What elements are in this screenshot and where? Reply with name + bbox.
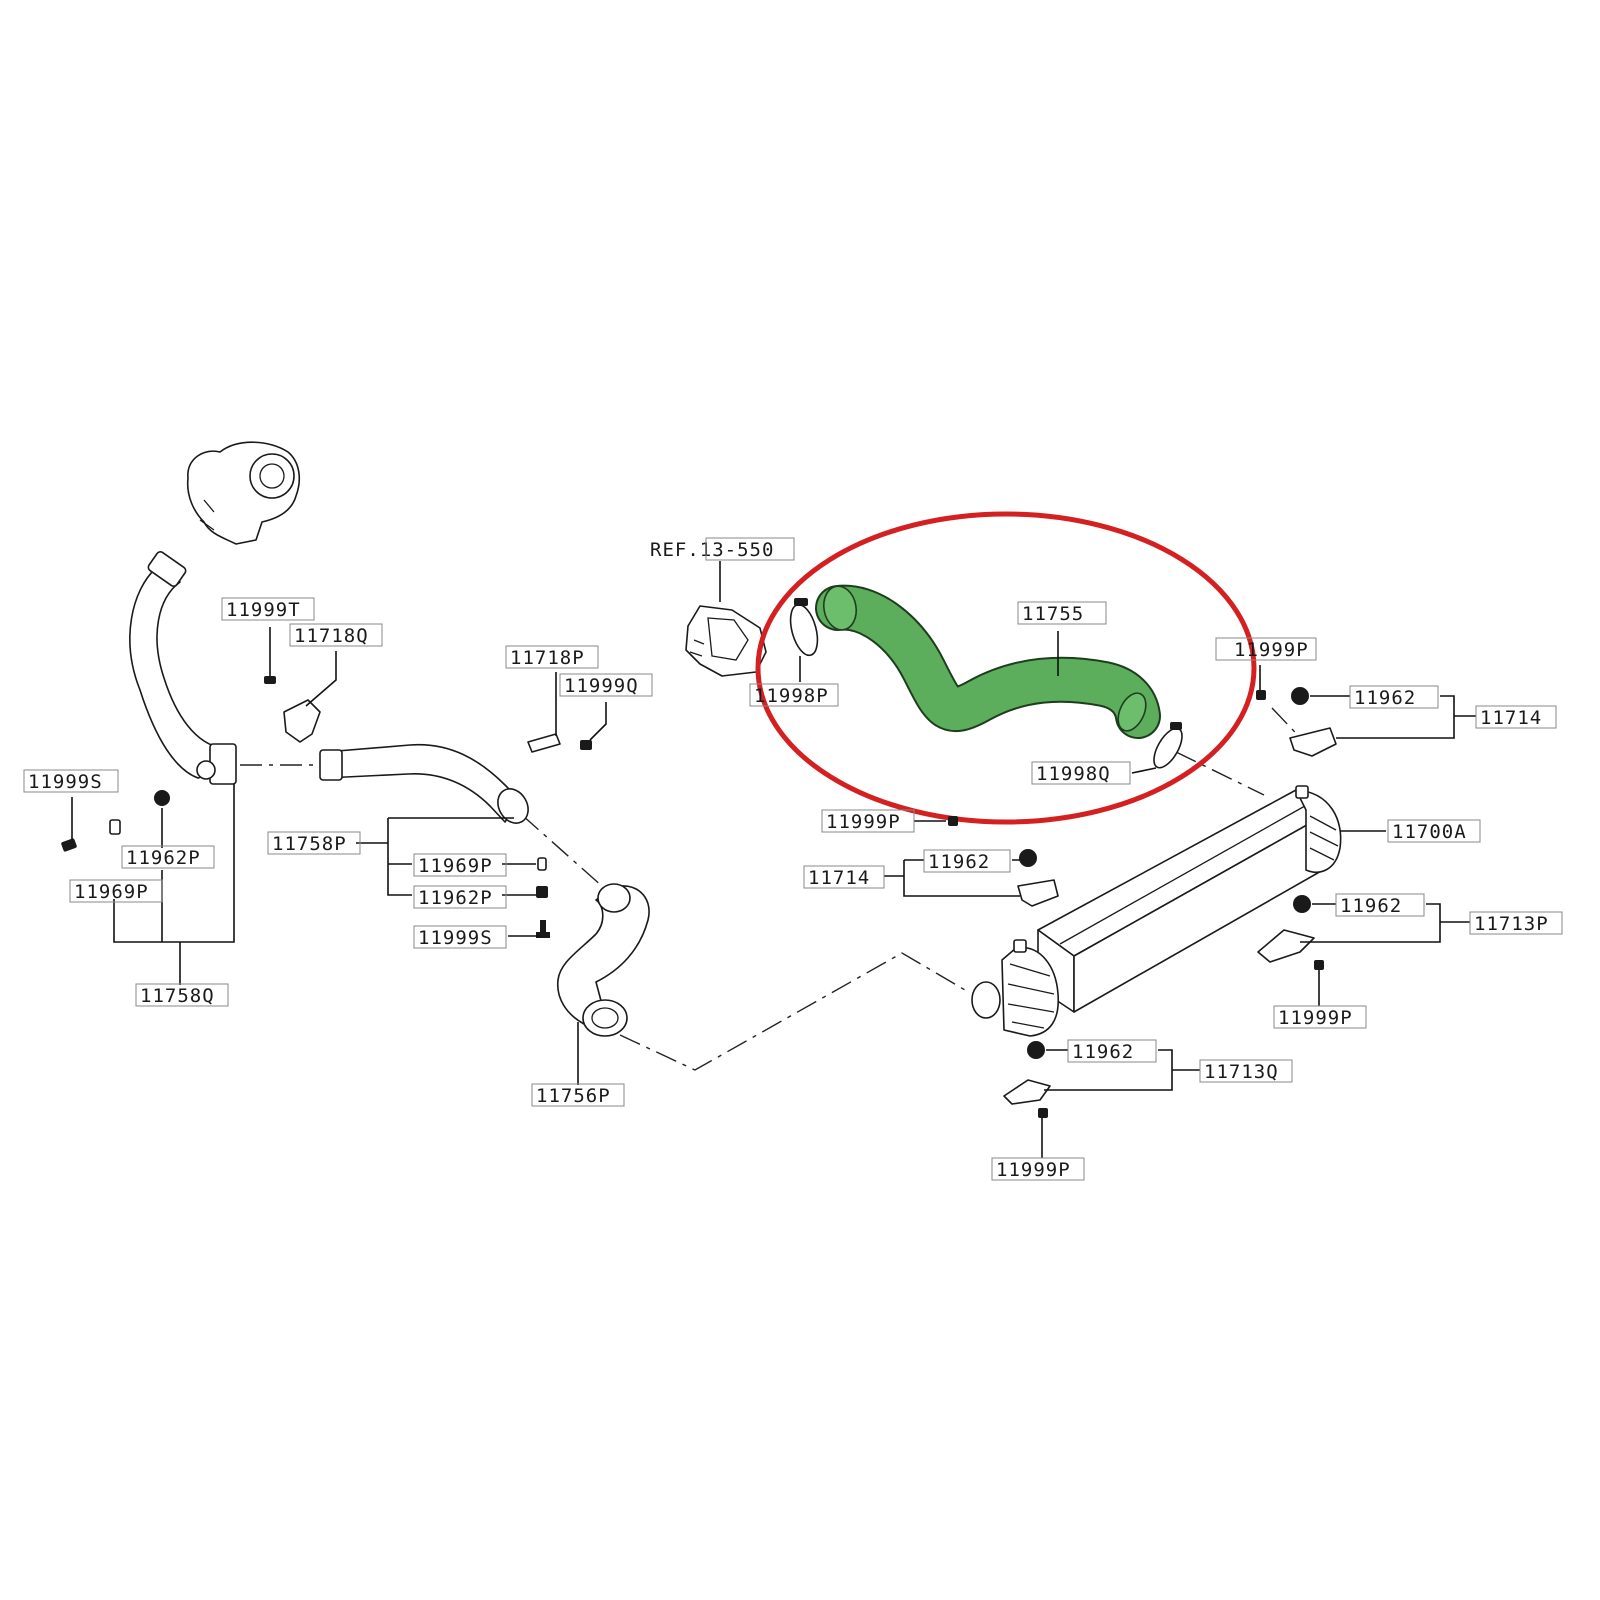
label-11969P-mid: 11969P	[413, 853, 507, 877]
label-11999P-bottom: 11999P	[991, 1157, 1085, 1181]
label-11700A: 11700A	[1387, 819, 1481, 843]
svg-text:11713Q: 11713Q	[1204, 1061, 1279, 1083]
label-11713P: 11713P	[1469, 911, 1563, 935]
label-11714-mid: 11714	[803, 865, 885, 889]
svg-text:11758P: 11758P	[272, 833, 347, 855]
svg-text:11999T: 11999T	[226, 599, 301, 621]
svg-text:11962: 11962	[1340, 895, 1402, 917]
svg-text:11999P: 11999P	[826, 811, 901, 833]
label-11755: 11755	[1017, 601, 1107, 625]
label-11969P-left: 11969P	[69, 879, 163, 903]
label-11758Q: 11758Q	[135, 983, 229, 1007]
clamp-11998Q-part	[1153, 722, 1183, 769]
label-11999P-top-right: 11999P	[1215, 637, 1317, 661]
svg-text:REF.13-550: REF.13-550	[650, 539, 774, 561]
label-11999S-mid: 11999S	[413, 925, 507, 949]
svg-text:11998Q: 11998Q	[1036, 763, 1111, 785]
svg-text:11962: 11962	[1354, 687, 1416, 709]
label-11718Q: 11718Q	[289, 623, 383, 647]
label-11998Q: 11998Q	[1031, 761, 1131, 785]
pipe-11756P-part	[557, 883, 650, 1037]
label-11999P-right: 11999P	[1273, 1005, 1367, 1029]
svg-text:11962: 11962	[1072, 1041, 1134, 1063]
label-11962-bottom: 11962	[1067, 1039, 1157, 1063]
leader-lines	[71, 561, 1476, 1158]
throttle-body-part	[685, 605, 767, 677]
label-11999Q: 11999Q	[559, 673, 653, 697]
label-11713Q: 11713Q	[1199, 1059, 1293, 1083]
pipe-11758Q-part	[129, 551, 237, 785]
svg-text:11969P: 11969P	[418, 855, 493, 877]
label-11962-top-right: 11962	[1349, 685, 1439, 709]
fasteners	[61, 676, 1337, 1118]
label-11714-right: 11714	[1475, 705, 1557, 729]
intercooler-11700A-part	[971, 785, 1342, 1037]
svg-text:11714: 11714	[808, 867, 870, 889]
clamp-11998P-part	[789, 598, 819, 657]
svg-text:11758Q: 11758Q	[140, 985, 215, 1007]
svg-text:11713P: 11713P	[1474, 913, 1549, 935]
label-ref-13-550: REF.13-550	[650, 537, 795, 561]
svg-text:11999S: 11999S	[28, 771, 103, 793]
svg-text:11999P: 11999P	[1234, 639, 1309, 661]
label-11999S-left: 11999S	[23, 769, 119, 793]
svg-text:11962P: 11962P	[418, 887, 493, 909]
svg-text:11999P: 11999P	[996, 1159, 1071, 1181]
svg-text:11999S: 11999S	[418, 927, 493, 949]
svg-text:11962P: 11962P	[126, 847, 201, 869]
label-11962-mid: 11962	[923, 849, 1011, 873]
svg-text:11714: 11714	[1480, 707, 1542, 729]
label-11999P-mid: 11999P	[821, 809, 915, 833]
svg-text:11718P: 11718P	[510, 647, 585, 669]
hose-11755-highlight	[815, 584, 1161, 739]
svg-text:11718Q: 11718Q	[294, 625, 369, 647]
label-11999T: 11999T	[221, 597, 315, 621]
turbocharger-part	[186, 441, 301, 545]
svg-text:11756P: 11756P	[536, 1085, 611, 1107]
label-11758P: 11758P	[267, 831, 361, 855]
svg-text:11998P: 11998P	[754, 685, 829, 707]
label-11718P: 11718P	[505, 645, 599, 669]
highlight-circle	[755, 511, 1257, 825]
label-11962P-left: 11962P	[121, 845, 215, 869]
svg-text:11962: 11962	[928, 851, 990, 873]
svg-text:11700A: 11700A	[1392, 821, 1467, 843]
svg-text:11969P: 11969P	[74, 881, 149, 903]
svg-text:11755: 11755	[1022, 603, 1084, 625]
svg-text:11999P: 11999P	[1278, 1007, 1353, 1029]
label-11998P: 11998P	[749, 683, 839, 707]
part-labels: REF.13-550 11755 11998P 11998Q 11999T 11…	[23, 537, 1563, 1181]
label-11962-right: 11962	[1335, 893, 1425, 917]
pipe-11758P-part	[319, 743, 529, 824]
connection-lines	[240, 707, 1311, 1071]
label-11756P: 11756P	[531, 1083, 625, 1107]
svg-text:11999Q: 11999Q	[564, 675, 639, 697]
label-11962P-mid: 11962P	[413, 885, 507, 909]
